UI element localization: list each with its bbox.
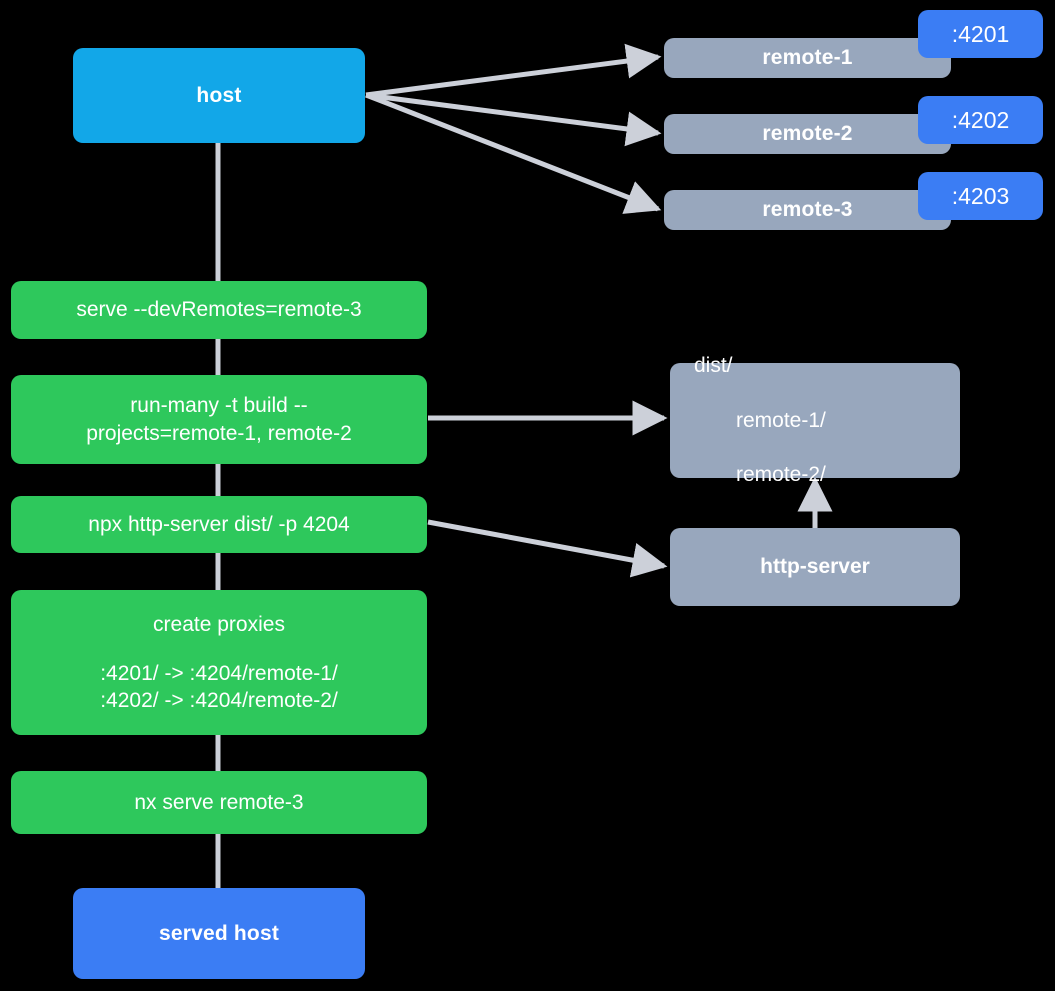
node-command-npx-http-server[interactable]: npx http-server dist/ -p 4204 <box>11 496 427 553</box>
edge-npx-to-httpserver <box>427 519 668 578</box>
node-command-run-many-build-label: run-many -t build -- projects=remote-1, … <box>86 394 352 445</box>
badge-remote-1-port-label: :4201 <box>951 20 1010 47</box>
node-command-npx-http-server-label: npx http-server dist/ -p 4204 <box>88 512 350 536</box>
node-command-create-proxies-line-1: :4201/ -> :4204/remote-1/ <box>100 661 338 685</box>
node-command-serve-devremotes[interactable]: serve --devRemotes=remote-3 <box>11 281 427 339</box>
node-served-host[interactable]: served host <box>73 888 365 979</box>
node-command-serve-devremotes-label: serve --devRemotes=remote-3 <box>76 298 362 322</box>
node-command-nx-serve-remote-3[interactable]: nx serve remote-3 <box>11 771 427 834</box>
node-http-server-label: http-server <box>760 555 870 579</box>
node-remote-1-label: remote-1 <box>762 46 853 70</box>
node-command-create-proxies[interactable]: create proxies :4201/ -> :4204/remote-1/… <box>11 590 427 735</box>
node-command-create-proxies-line-2: :4202/ -> :4204/remote-2/ <box>100 689 338 713</box>
badge-remote-3-port-label: :4203 <box>951 182 1010 209</box>
node-dist-tree: dist/ remote-1/ remote-2/ <box>694 325 826 516</box>
node-dist-child-1-label: remote-1/ <box>736 408 826 432</box>
node-dist-child-2-label: remote-2/ <box>736 463 826 487</box>
node-remote-3-label: remote-3 <box>762 198 853 222</box>
node-command-nx-serve-remote-3-label: nx serve remote-3 <box>134 790 304 814</box>
node-served-host-label: served host <box>158 921 280 945</box>
node-dist-root-label: dist/ <box>694 354 733 378</box>
badge-remote-2-port: :4202 <box>918 96 1043 144</box>
node-host[interactable]: host <box>73 48 365 143</box>
node-host-label: host <box>196 83 242 107</box>
badge-remote-1-port: :4201 <box>918 10 1043 58</box>
host-to-remote-edges <box>365 43 662 214</box>
badge-remote-3-port: :4203 <box>918 172 1043 220</box>
node-remote-2-label: remote-2 <box>762 122 853 146</box>
node-remote-1[interactable]: remote-1 <box>664 38 951 78</box>
node-command-create-proxies-title: create proxies <box>153 612 285 636</box>
node-http-server[interactable]: http-server <box>670 528 960 606</box>
badge-remote-2-port-label: :4202 <box>951 106 1010 133</box>
node-dist-artifact[interactable]: dist/ remote-1/ remote-2/ <box>670 354 960 486</box>
node-command-run-many-build[interactable]: run-many -t build -- projects=remote-1, … <box>11 375 427 464</box>
node-remote-2[interactable]: remote-2 <box>664 114 951 154</box>
node-remote-3[interactable]: remote-3 <box>664 190 951 230</box>
